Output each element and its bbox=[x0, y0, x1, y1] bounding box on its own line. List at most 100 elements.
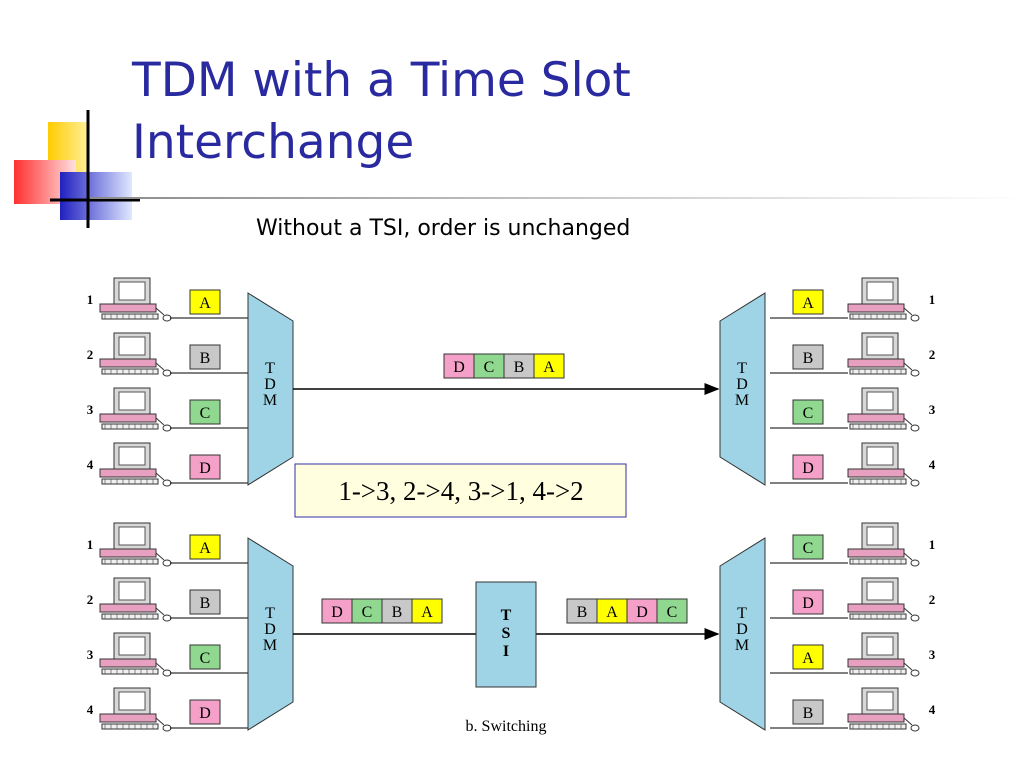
mux-label: D bbox=[736, 376, 748, 393]
computer-left bbox=[99, 577, 172, 622]
slot-right: A bbox=[792, 289, 824, 315]
station-number-left: 2 bbox=[87, 347, 94, 362]
frame-slot: C bbox=[473, 353, 505, 379]
cpu-case bbox=[847, 713, 905, 723]
computer-right bbox=[847, 522, 920, 567]
frame-slot: B bbox=[503, 353, 535, 379]
tsi-label: T bbox=[501, 607, 512, 624]
mouse-cable bbox=[155, 552, 165, 561]
slot-box bbox=[189, 289, 221, 315]
cpu-case bbox=[847, 358, 905, 368]
mouse bbox=[910, 369, 920, 377]
slot-right: B bbox=[792, 699, 824, 725]
mouse bbox=[162, 424, 172, 432]
slot-label: B bbox=[577, 604, 588, 621]
slot-box bbox=[626, 598, 658, 624]
slot-label: B bbox=[200, 595, 211, 612]
mux-label: M bbox=[263, 392, 277, 409]
computer-right bbox=[847, 632, 920, 677]
monitor-screen bbox=[118, 281, 146, 301]
monitor-screen bbox=[866, 446, 894, 466]
slot-label: C bbox=[803, 540, 814, 557]
slot-box bbox=[189, 454, 221, 480]
slot-box bbox=[792, 699, 824, 725]
slot-box bbox=[189, 589, 221, 615]
monitor-screen bbox=[866, 281, 894, 301]
keyboard bbox=[849, 478, 907, 485]
slide-subtitle: Without a TSI, order is unchanged bbox=[256, 216, 631, 241]
frame-slot: A bbox=[533, 353, 565, 379]
slot-label: D bbox=[802, 595, 814, 612]
cpu-case bbox=[847, 548, 905, 558]
mux-label: D bbox=[264, 376, 276, 393]
slot-label: C bbox=[200, 405, 211, 422]
station-number-right: 4 bbox=[929, 702, 936, 717]
mouse bbox=[910, 424, 920, 432]
mux-label: M bbox=[735, 637, 749, 654]
mouse-cable bbox=[155, 607, 165, 616]
keyboard bbox=[101, 558, 159, 565]
mapping-text: 1->3, 2->4, 3->1, 4->2 bbox=[338, 476, 583, 506]
mux-label: D bbox=[736, 621, 748, 638]
computer-left bbox=[99, 277, 172, 322]
keyboard bbox=[849, 558, 907, 565]
cpu-case bbox=[847, 603, 905, 613]
station-number-left: 4 bbox=[87, 457, 94, 472]
slot-label: B bbox=[200, 350, 211, 367]
mouse-cable bbox=[155, 717, 165, 726]
monitor-screen bbox=[866, 636, 894, 656]
slot-right: B bbox=[792, 344, 824, 370]
slot-box bbox=[189, 399, 221, 425]
mouse bbox=[910, 614, 920, 622]
monitor-screen bbox=[866, 336, 894, 356]
frame-slot: C bbox=[351, 598, 383, 624]
monitor-screen bbox=[866, 526, 894, 546]
monitor-screen bbox=[118, 636, 146, 656]
mouse bbox=[162, 479, 172, 487]
cpu-case bbox=[99, 413, 157, 423]
mouse bbox=[910, 559, 920, 567]
mouse-cable bbox=[903, 552, 913, 561]
keyboard bbox=[101, 613, 159, 620]
slot-box bbox=[596, 598, 628, 624]
cpu-case bbox=[99, 548, 157, 558]
computer-right bbox=[847, 387, 920, 432]
keyboard bbox=[101, 668, 159, 675]
frame-slot: A bbox=[411, 598, 443, 624]
mux-shape bbox=[247, 292, 294, 486]
computer-right bbox=[847, 687, 920, 732]
mux-shape bbox=[719, 537, 766, 731]
mux-label: M bbox=[735, 392, 749, 409]
frame-slot: B bbox=[566, 598, 598, 624]
monitor-screen bbox=[866, 391, 894, 411]
slot-box bbox=[792, 289, 824, 315]
mouse bbox=[162, 369, 172, 377]
mouse-cable bbox=[155, 472, 165, 481]
frame-slot: D bbox=[443, 353, 475, 379]
keyboard bbox=[101, 313, 159, 320]
mouse bbox=[910, 724, 920, 732]
station-number-right: 1 bbox=[929, 537, 936, 552]
keyboard bbox=[849, 368, 907, 375]
tsi-box: TSI bbox=[475, 581, 537, 688]
monitor-screen bbox=[118, 336, 146, 356]
station-number-left: 1 bbox=[87, 537, 94, 552]
slot-box bbox=[189, 699, 221, 725]
diagram-caption: b. Switching bbox=[466, 718, 547, 735]
mux-label: T bbox=[737, 605, 747, 622]
station-number-right: 2 bbox=[929, 347, 936, 362]
slot-label: B bbox=[514, 359, 525, 376]
slot-label: D bbox=[331, 604, 343, 621]
mapping-box: 1->3, 2->4, 3->1, 4->2 bbox=[294, 463, 627, 518]
cpu-case bbox=[847, 413, 905, 423]
slot-left: A bbox=[189, 289, 221, 315]
slot-label: B bbox=[803, 350, 814, 367]
mouse bbox=[910, 314, 920, 322]
cpu-case bbox=[99, 658, 157, 668]
slot-box bbox=[411, 598, 443, 624]
cpu-case bbox=[99, 468, 157, 478]
title-line-1: TDM with a Time Slot bbox=[132, 53, 631, 108]
